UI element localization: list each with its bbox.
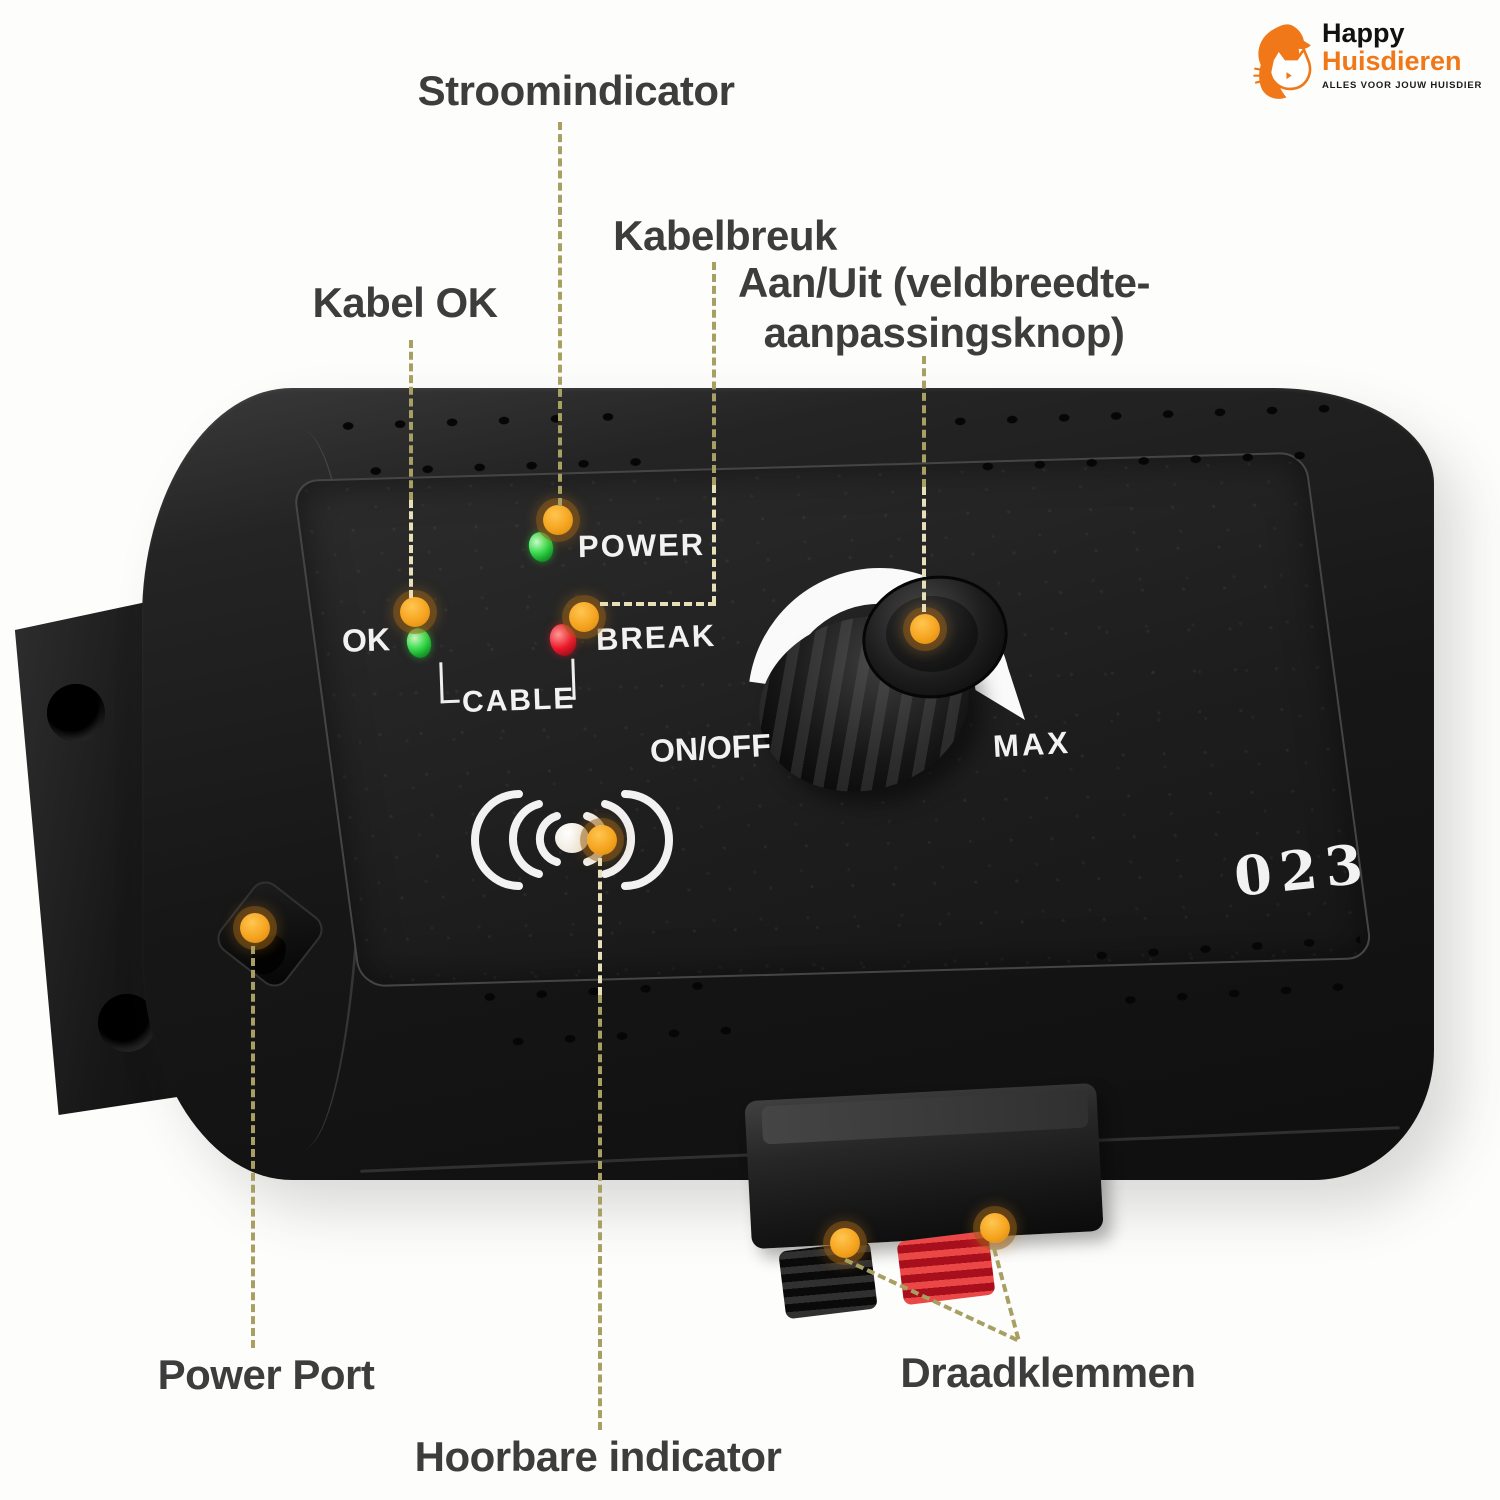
vent-holes-top-right xyxy=(946,393,1342,487)
brand-name-line1: Happy xyxy=(1322,18,1405,48)
marker-dot-hoorbare-icon xyxy=(587,825,617,855)
leader-line-aan-uit-lower xyxy=(922,487,926,612)
leader-line-power-port xyxy=(251,946,255,1348)
leader-line-kabelbreuk-upper xyxy=(712,262,716,485)
break-led-label: BREAK xyxy=(595,617,717,658)
leader-line-kabelbreuk-lower xyxy=(712,485,716,604)
callout-kabelbreuk: Kabelbreuk xyxy=(613,212,837,259)
vent-holes-top-left xyxy=(334,400,650,496)
cable-group-label: CABLE xyxy=(461,682,576,719)
callout-aan-uit: Aan/Uit (veldbreedte- aanpassingsknop) xyxy=(694,258,1194,357)
callout-stroomindicator: Stroomindicator xyxy=(417,67,735,114)
brand-logo: Happy Huisdieren ALLES VOOR JOUW HUISDIE… xyxy=(1248,20,1488,100)
callout-kabel-ok: Kabel OK xyxy=(312,279,498,326)
cable-bracket-left-icon xyxy=(439,661,460,704)
brand-logo-text: Happy Huisdieren ALLES VOOR JOUW HUISDIE… xyxy=(1322,20,1482,100)
leader-line-kabel-ok-lower xyxy=(409,500,413,598)
marker-dot-knob-icon xyxy=(910,614,940,644)
dog-cat-logo-icon xyxy=(1253,24,1312,99)
audible-led-icon xyxy=(555,823,589,853)
brand-name-line2: Huisdieren xyxy=(1322,46,1462,76)
leader-line-kabelbreuk-horizontal xyxy=(600,602,716,606)
callout-aan-uit-line2: aanpassingsknop) xyxy=(763,308,1125,356)
leader-line-stroomindicator xyxy=(558,122,562,506)
leader-line-hoorbare-lower xyxy=(598,995,602,1430)
callout-aan-uit-line1: Aan/Uit (veldbreedte- xyxy=(738,259,1150,306)
ok-led-label: OK xyxy=(341,621,391,659)
max-label: MAX xyxy=(992,724,1072,765)
bracket-screw-hole-top xyxy=(47,684,105,742)
leader-line-kabel-ok-upper xyxy=(409,340,413,500)
callout-hoorbare-indicator: Hoorbare indicator xyxy=(414,1433,782,1480)
callout-power-port: Power Port xyxy=(157,1351,375,1398)
brand-tagline: ALLES VOOR JOUW HUISDIER xyxy=(1322,80,1483,92)
marker-dot-power-port-icon xyxy=(240,913,270,943)
wire-terminal-black xyxy=(778,1240,878,1320)
wire-terminal-red xyxy=(896,1230,996,1306)
marker-dot-kabelbreuk-icon xyxy=(569,602,599,632)
leader-line-hoorbare-upper xyxy=(598,858,602,995)
callout-draadklemmen: Draadklemmen xyxy=(900,1349,1196,1396)
marker-dot-terminal-left-icon xyxy=(830,1228,860,1258)
vent-holes-bottom-left xyxy=(476,969,732,1065)
marker-dot-kabel-ok-icon xyxy=(400,597,430,627)
power-led-label: POWER xyxy=(577,526,706,565)
vent-holes-bottom-right xyxy=(1087,924,1365,1026)
marker-dot-power-icon xyxy=(543,505,573,535)
leader-line-aan-uit-upper xyxy=(922,356,926,487)
marker-dot-terminal-right-icon xyxy=(980,1213,1010,1243)
leader-line-draadklem-right xyxy=(992,1248,1021,1340)
onoff-label: ON/OFF xyxy=(649,726,772,770)
